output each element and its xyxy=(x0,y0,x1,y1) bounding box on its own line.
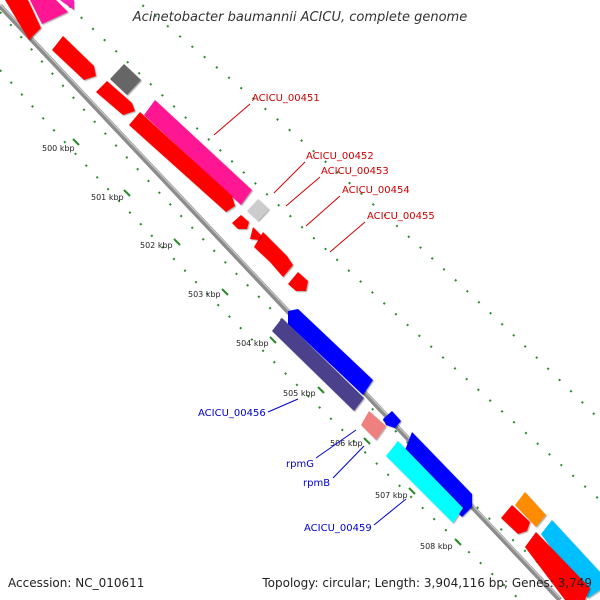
tick-mark xyxy=(72,138,80,146)
tick-label: 500 kbp xyxy=(42,144,75,153)
gene-block[interactable] xyxy=(254,232,293,277)
gene-block[interactable] xyxy=(52,36,96,80)
gene-label[interactable]: ACICU_00455 xyxy=(367,211,435,222)
tick-mark xyxy=(363,437,371,445)
guide-line-outer-2 xyxy=(134,0,600,421)
leader-line xyxy=(285,176,321,207)
tick-mark xyxy=(173,238,181,246)
gene-label[interactable]: ACICU_00451 xyxy=(252,93,320,104)
genome-summary: Topology: circular; Length: 3,904,116 bp… xyxy=(262,576,592,590)
gene-label[interactable]: ACICU_00452 xyxy=(306,151,374,162)
outer-guide-lines xyxy=(61,0,600,501)
accession-label: Accession: NC_010611 xyxy=(8,576,145,590)
tick-label: 505 kbp xyxy=(283,389,316,398)
tick-mark xyxy=(408,487,416,495)
gene-block[interactable] xyxy=(250,227,261,240)
tick-label: 502 kbp xyxy=(140,241,173,250)
reverse-strand-track xyxy=(5,0,590,600)
tick-mark xyxy=(317,386,325,394)
label-leaders xyxy=(213,103,407,526)
guide-line-outer-1 xyxy=(61,0,600,501)
gene-label[interactable]: ACICU_00453 xyxy=(321,166,389,177)
tick-label: 506 kbp xyxy=(330,439,363,448)
leader-line xyxy=(267,398,299,413)
gene-block[interactable] xyxy=(272,318,364,411)
gene-block[interactable] xyxy=(383,411,401,428)
gene-block[interactable] xyxy=(110,64,141,95)
gene-block[interactable] xyxy=(30,0,68,24)
gene-block[interactable] xyxy=(361,411,386,440)
tick-mark xyxy=(269,336,277,344)
leader-line xyxy=(332,445,365,479)
gene-block[interactable] xyxy=(247,199,269,221)
tick-label: 504 kbp xyxy=(236,339,269,348)
guide-line-inner-1 xyxy=(0,69,521,600)
tick-marks xyxy=(72,138,462,546)
tick-mark xyxy=(454,538,462,546)
tick-labels: 500 kbp 501 kbp 502 kbp 503 kbp 504 kbp … xyxy=(42,144,453,551)
gene-label[interactable]: rpmB xyxy=(303,478,330,489)
gene-block[interactable] xyxy=(96,81,135,115)
tick-label: 508 kbp xyxy=(420,542,453,551)
tick-mark xyxy=(221,288,229,296)
gene-block[interactable] xyxy=(515,492,546,527)
gene-block[interactable] xyxy=(60,0,74,10)
gene-block[interactable] xyxy=(288,309,373,395)
gene-label[interactable]: ACICU_00454 xyxy=(342,185,410,196)
gene-labels: ACICU_00451 ACICU_00452 ACICU_00453 ACIC… xyxy=(198,93,435,534)
gene-block[interactable] xyxy=(525,532,590,600)
gene-label[interactable]: ACICU_00456 xyxy=(198,408,266,419)
gene-label[interactable]: rpmG xyxy=(286,459,314,470)
tick-label: 507 kbp xyxy=(375,491,408,500)
gene-block[interactable] xyxy=(129,112,235,212)
gene-block[interactable] xyxy=(402,432,472,517)
gene-block[interactable] xyxy=(541,520,600,598)
gene-block[interactable] xyxy=(288,272,308,291)
gene-block[interactable] xyxy=(144,100,252,205)
tick-label: 501 kbp xyxy=(91,193,124,202)
leader-line xyxy=(305,195,341,227)
gene-block[interactable] xyxy=(501,505,530,534)
gene-block[interactable] xyxy=(386,441,463,523)
tick-label: 503 kbp xyxy=(188,290,221,299)
leader-line xyxy=(373,498,407,526)
gene-block[interactable] xyxy=(5,0,41,40)
gene-block[interactable] xyxy=(232,215,249,229)
leader-line xyxy=(329,221,366,253)
leader-line xyxy=(273,161,306,194)
tick-mark xyxy=(123,189,131,197)
leader-line xyxy=(315,429,357,459)
forward-strand-track xyxy=(30,0,600,598)
map-title: Acinetobacter baumannii ACICU, complete … xyxy=(132,10,468,25)
leader-line xyxy=(213,103,251,136)
gene-label[interactable]: ACICU_00459 xyxy=(304,523,372,534)
